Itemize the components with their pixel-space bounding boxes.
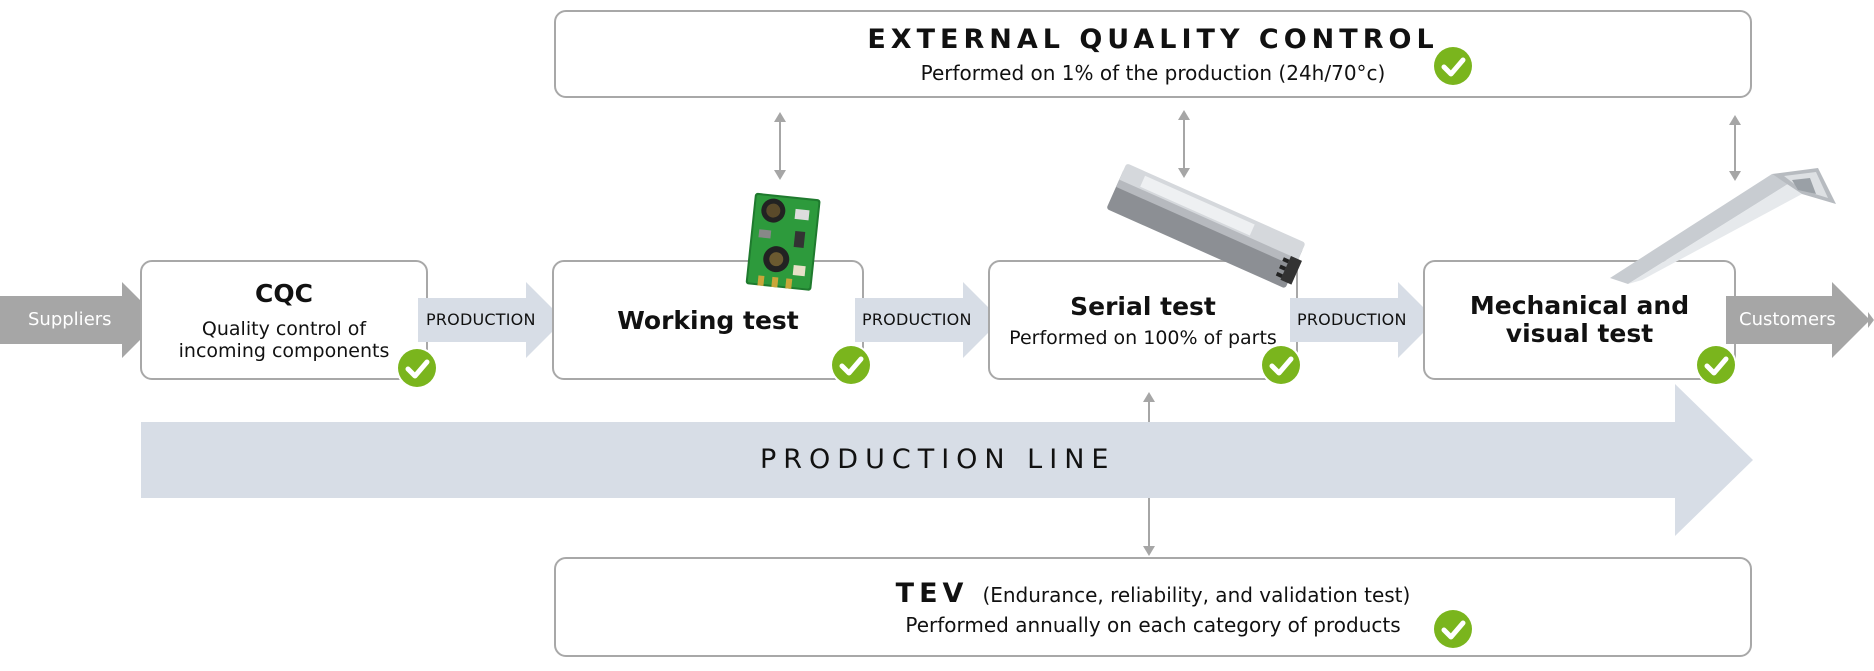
- production-line-label: PRODUCTION LINE: [760, 444, 1116, 475]
- tev-line2: Performed annually on each category of p…: [905, 612, 1401, 637]
- tev-title: TEV: [895, 577, 969, 609]
- external-quality-control-box: EXTERNAL QUALITY CONTROL Performed on 1%…: [554, 10, 1752, 98]
- suppliers-arrow: [0, 282, 160, 358]
- stage-serial-test-title: Serial test: [1070, 291, 1216, 321]
- stage-mechanical-visual-box: Mechanical and visual test: [1423, 260, 1736, 380]
- customers-label: Customers: [1739, 309, 1836, 330]
- light-fixture-image: [1610, 168, 1836, 284]
- production-connector-arrow: [855, 282, 1001, 358]
- check-icon: [1697, 346, 1735, 384]
- double-arrow-icon: [1729, 115, 1741, 181]
- stage-mechanical-title-line2: visual test: [1505, 319, 1654, 348]
- circuit-board-image: [745, 192, 821, 291]
- tev-subtitle: (Endurance, reliability, and validation …: [982, 582, 1411, 607]
- led-driver-image: [1107, 164, 1305, 288]
- stage-cqc-title: CQC: [255, 278, 313, 308]
- double-arrow-icon: [1178, 110, 1190, 178]
- check-icon: [1434, 610, 1472, 648]
- check-icon: [1262, 346, 1300, 384]
- production-connector-label: PRODUCTION: [426, 310, 536, 329]
- production-connector-arrow: [418, 282, 564, 358]
- stage-cqc-line2: incoming components: [178, 339, 390, 362]
- stage-cqc-box: CQC Quality control of incoming componen…: [140, 260, 428, 380]
- stage-serial-test-box: Serial test Performed on 100% of parts: [988, 260, 1298, 380]
- check-icon: [1434, 47, 1472, 85]
- double-arrow-icon: [774, 112, 786, 180]
- production-line-arrow: [141, 384, 1753, 536]
- stage-serial-test-line1: Performed on 100% of parts: [1009, 326, 1277, 349]
- stage-cqc-line1: Quality control of: [201, 317, 367, 340]
- check-icon: [832, 346, 870, 384]
- stage-working-test-title: Working test: [617, 305, 799, 335]
- production-connector-label: PRODUCTION: [1297, 310, 1407, 329]
- external-qc-title: EXTERNAL QUALITY CONTROL: [867, 23, 1439, 55]
- tev-box: TEV (Endurance, reliability, and validat…: [554, 557, 1752, 657]
- tev-heading: TEV (Endurance, reliability, and validat…: [896, 578, 1411, 609]
- check-icon: [398, 349, 436, 387]
- stage-mechanical-title-line1: Mechanical and: [1469, 291, 1690, 320]
- external-qc-subtitle: Performed on 1% of the production (24h/7…: [920, 60, 1386, 85]
- production-connector-label: PRODUCTION: [862, 310, 972, 329]
- suppliers-label: Suppliers: [28, 309, 112, 330]
- production-connector-arrow: [1290, 282, 1436, 358]
- customers-arrow: [1726, 282, 1874, 358]
